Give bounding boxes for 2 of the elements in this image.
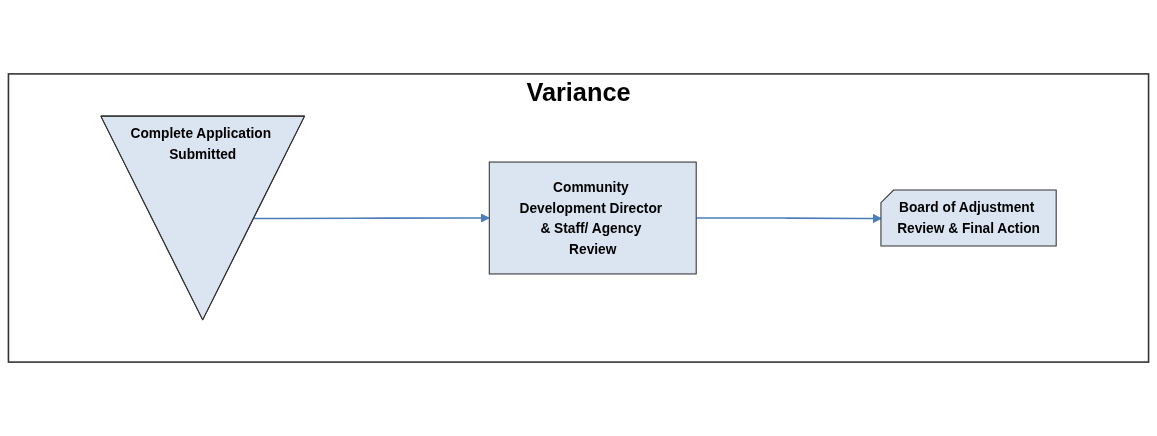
arrow [253,213,490,223]
node-box: Community Development Director & Staff/ Agency Review [488,161,697,275]
